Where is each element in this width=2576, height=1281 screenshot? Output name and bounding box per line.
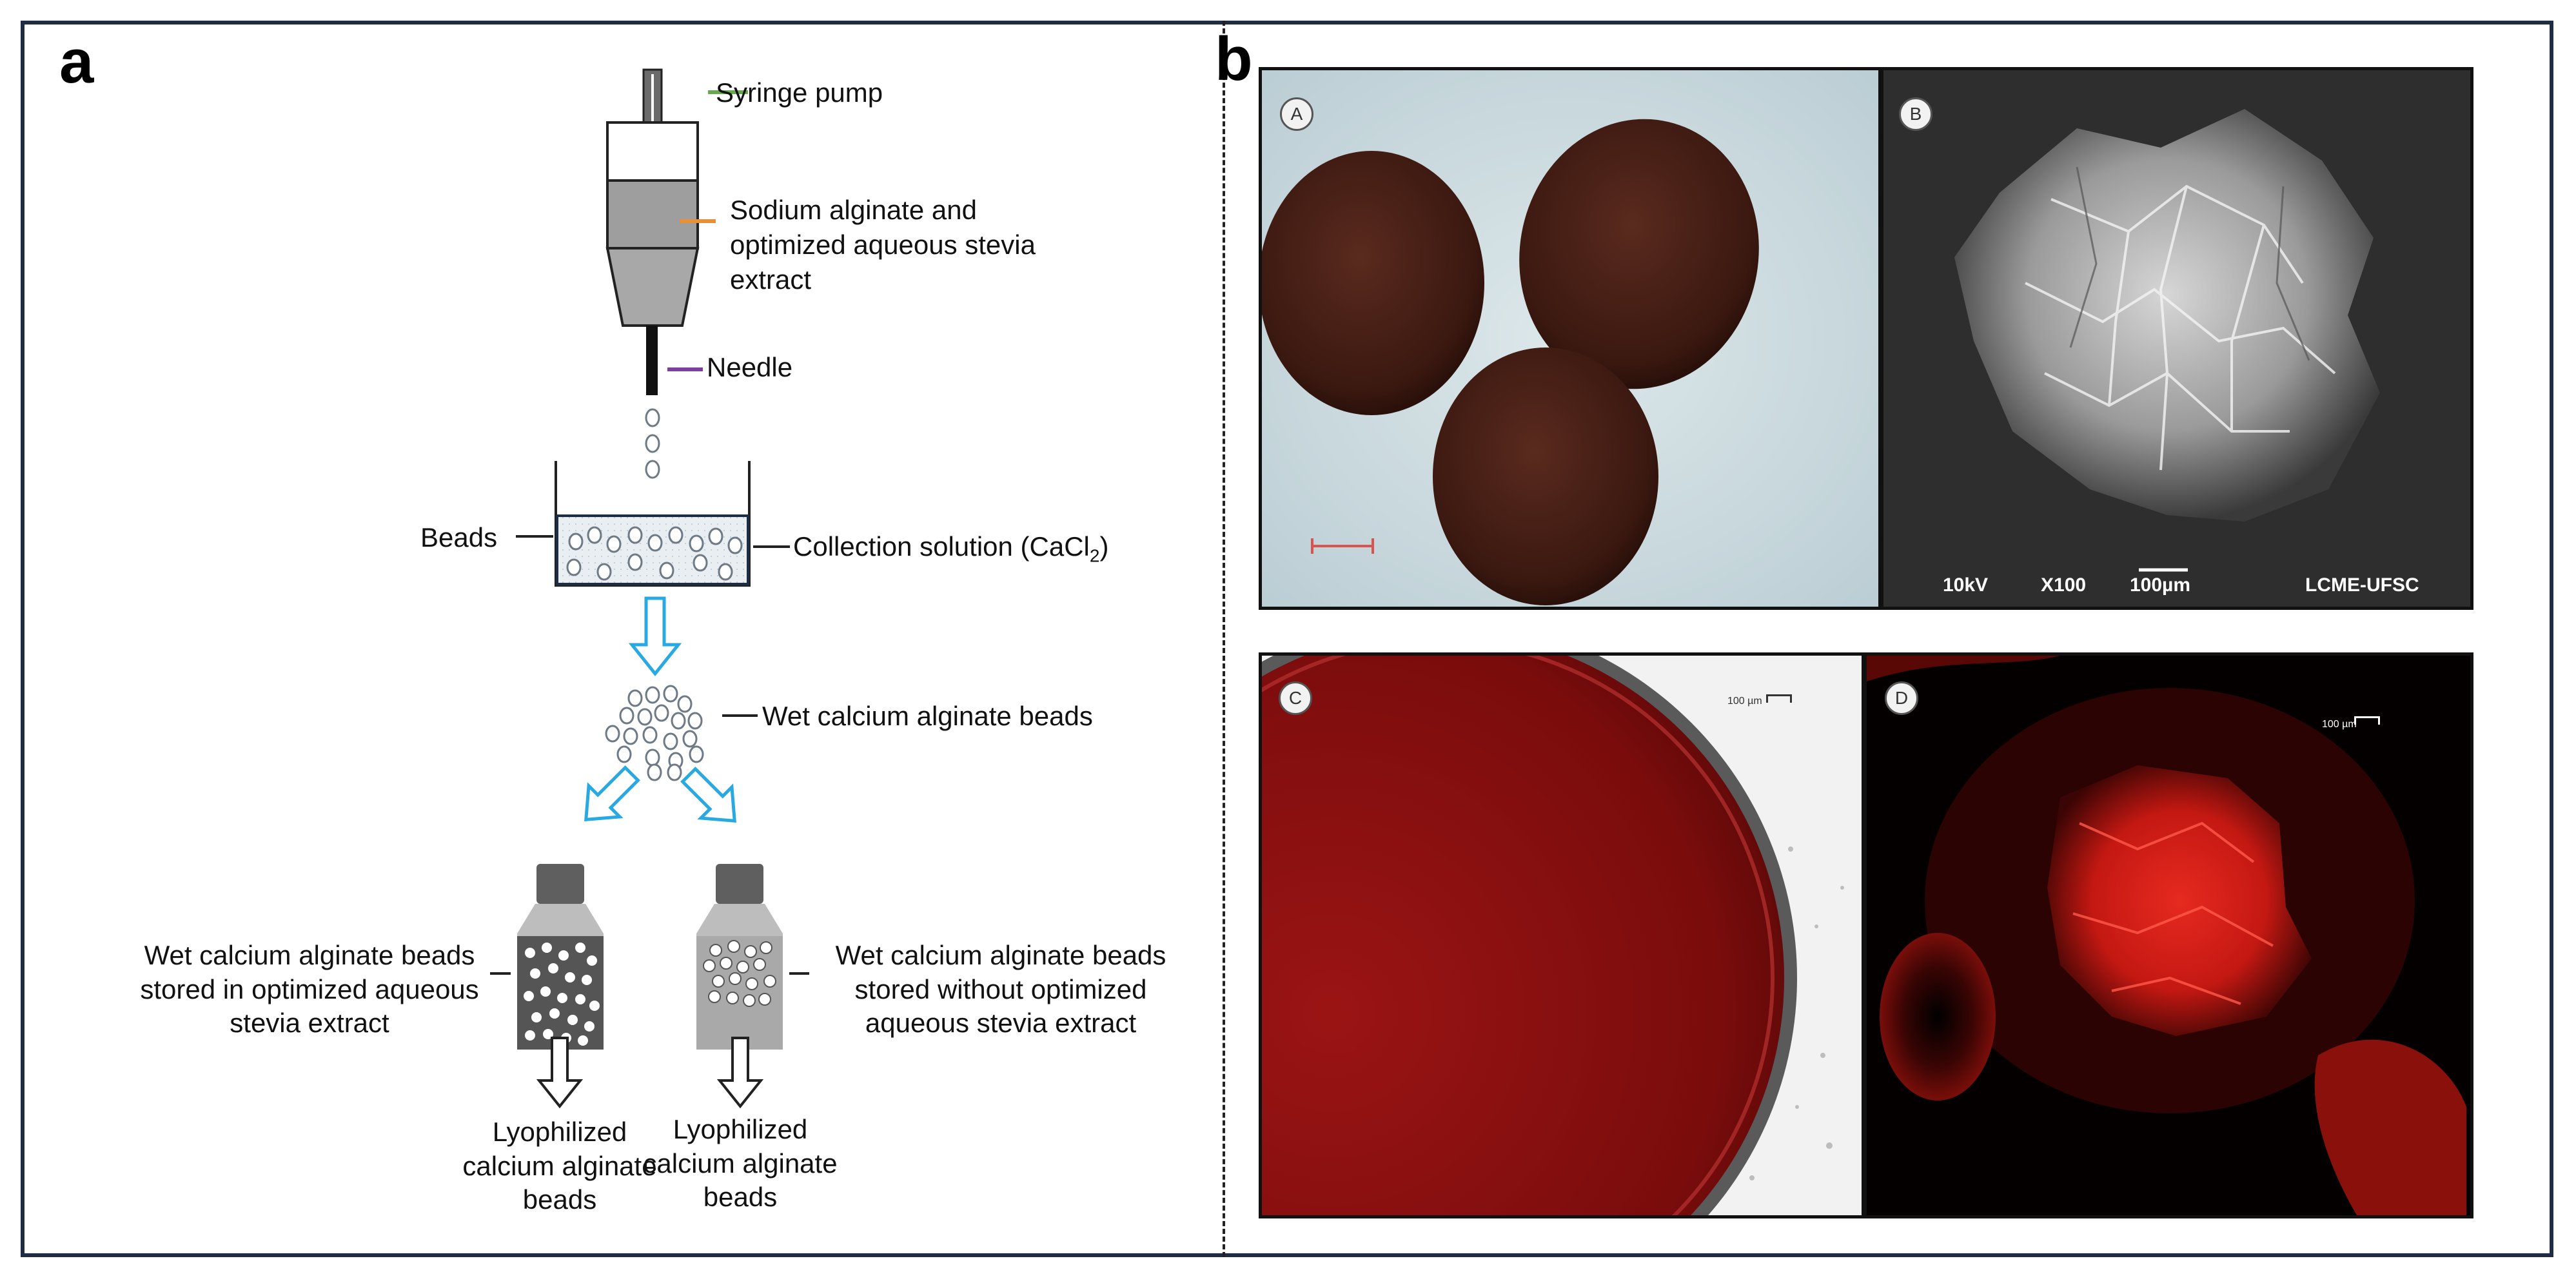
falling-drops xyxy=(645,408,660,479)
syringe xyxy=(605,68,700,395)
micrograph-a-image xyxy=(1262,70,1878,607)
bottle-with-extract xyxy=(517,864,604,1050)
micrograph-c: C 100 µm xyxy=(1259,652,1865,1218)
panel-divider xyxy=(1223,21,1225,1257)
encapsulation-schematic xyxy=(490,68,809,1109)
micrograph-d-scale-bar xyxy=(2354,716,2380,725)
sodium-alginate-label-3: extract xyxy=(730,264,812,295)
micrograph-d: D 100 µm xyxy=(1863,652,2473,1218)
bottle-without-extract xyxy=(696,864,783,1050)
sodium-alginate-label-2: optimized aqueous stevia xyxy=(730,230,1036,260)
stored-in-label: Wet calcium alginate beads stored in opt… xyxy=(140,940,479,1038)
micrograph-a-badge: A xyxy=(1280,97,1313,131)
sem-mag-label: X100 xyxy=(2041,574,2087,596)
micrograph-b: B 10kV X100 100µm LCME-UFSC xyxy=(1880,67,2473,610)
lyophilized-right-label: Lyophilized calcium alginate beads xyxy=(643,1114,838,1212)
micrograph-b-badge: B xyxy=(1899,97,1932,131)
needle-label: Needle xyxy=(707,352,793,382)
micrograph-d-badge: D xyxy=(1885,681,1918,715)
sem-kv-label: 10kV xyxy=(1943,574,1989,596)
wet-beads-cluster xyxy=(605,685,704,781)
micrograph-c-image xyxy=(1262,656,1862,1215)
figure-frame xyxy=(21,21,2553,1257)
lyo-arrow-right xyxy=(716,1037,764,1109)
sodium-alginate-label-1: Sodium alginate and xyxy=(730,195,977,225)
micrograph-d-image xyxy=(1867,656,2470,1215)
panel-b-letter: b xyxy=(1215,24,1253,93)
stored-without-label: Wet calcium alginate beads stored withou… xyxy=(835,940,1166,1038)
micrograph-c-scale-bar xyxy=(1766,694,1792,703)
collection-solution-label: Collection solution (CaCl2) xyxy=(793,531,1109,566)
wet-beads-label: Wet calcium alginate beads xyxy=(762,701,1093,731)
lyo-arrow-left xyxy=(536,1037,584,1109)
syringe-pump-label: Syringe pump xyxy=(716,77,883,108)
lyophilized-left-label: Lyophilized calcium alginate beads xyxy=(462,1117,657,1215)
flow-arrow-left xyxy=(584,765,640,821)
sem-scale-label: 100µm xyxy=(2130,574,2191,596)
micrograph-c-badge: C xyxy=(1279,681,1312,715)
micrograph-c-scale-label: 100 µm xyxy=(1727,696,1762,707)
micrograph-b-image xyxy=(1883,70,2470,607)
flow-arrow-right xyxy=(680,767,736,823)
flow-arrow-down xyxy=(628,596,682,677)
micrograph-a: A xyxy=(1259,67,1882,610)
sem-lab-label: LCME-UFSC xyxy=(2305,574,2419,596)
panel-a-letter: a xyxy=(59,27,94,96)
micrograph-d-scale-label: 100 µm xyxy=(2322,719,2357,730)
beads-label: Beads xyxy=(420,522,498,552)
collection-beaker xyxy=(555,461,751,587)
